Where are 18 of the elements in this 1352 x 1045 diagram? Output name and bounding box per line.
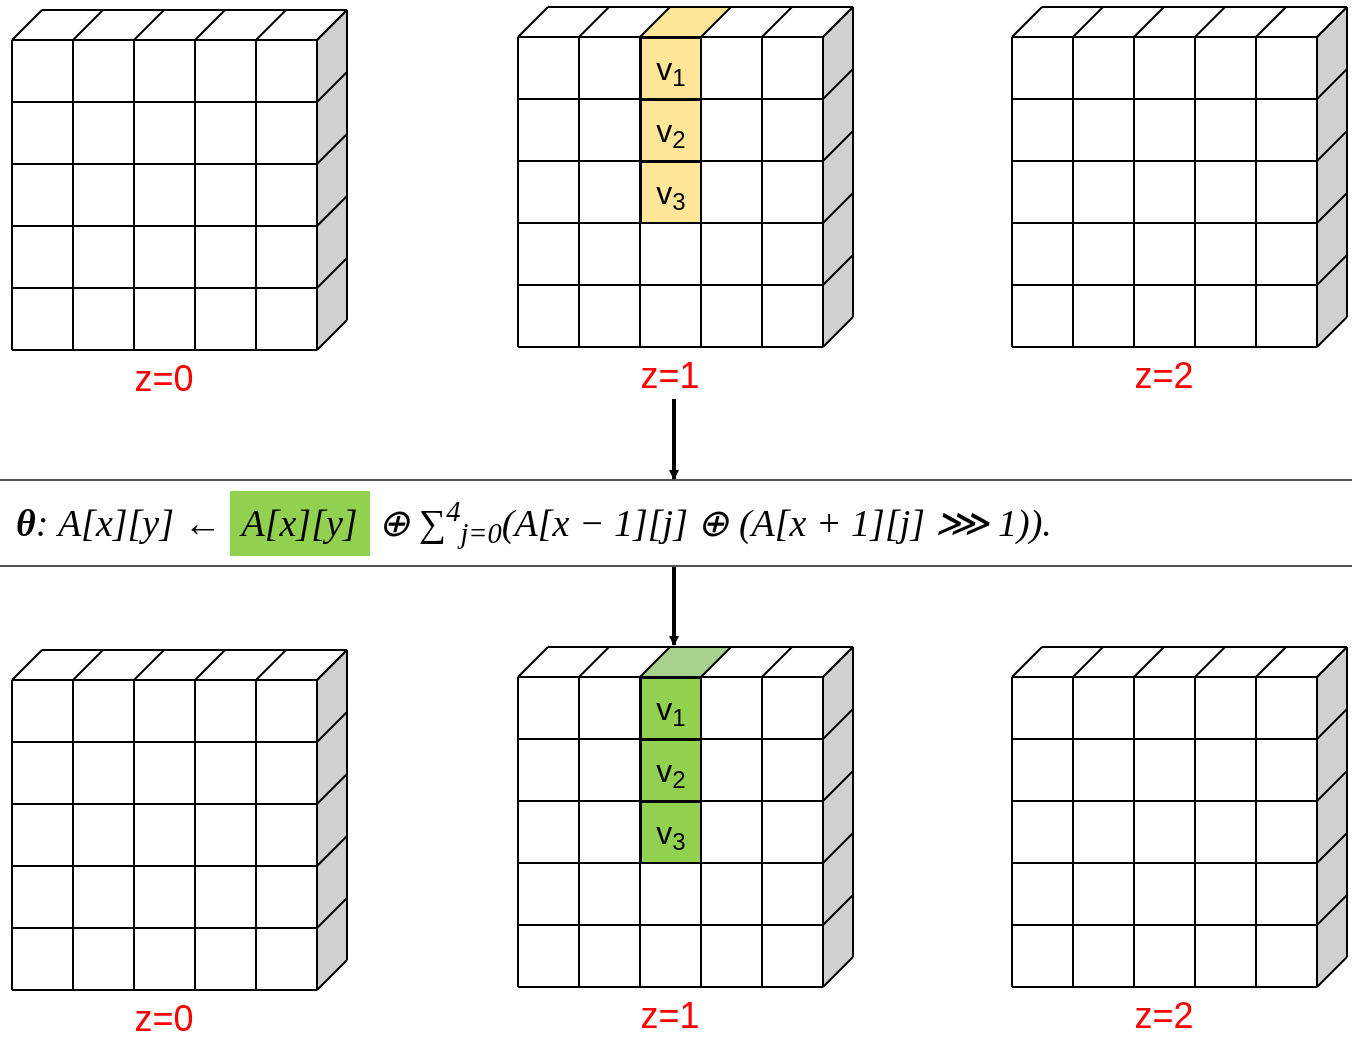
- highlighted-cell: v$_{2}$: [640, 739, 702, 802]
- layer-label: z=2: [1134, 995, 1194, 1037]
- formula-text: ⊕ ∑$^{4}$$_{j=0}$(A[x − 1][j] ⊕ (A[x + 1][j] ⋙ 1)).: [377, 495, 1052, 551]
- highlighted-cell: v$_{3}$: [640, 161, 702, 224]
- layer-label: z=0: [134, 998, 194, 1040]
- formula-band: [0, 479, 1352, 567]
- formula-text: θ: A[x][y] ←: [16, 500, 222, 546]
- highlighted-cell: v$_{1}$: [640, 677, 702, 740]
- layer-label: z=1: [640, 355, 700, 397]
- highlighted-term: A[x][y]: [229, 490, 370, 556]
- arrow: [669, 399, 679, 480]
- highlighted-cell: v$_{3}$: [640, 801, 702, 864]
- highlighted-cell: v$_{1}$: [640, 37, 702, 100]
- layer-label: z=1: [640, 995, 700, 1037]
- arrow: [669, 567, 679, 646]
- layer-label: z=2: [1134, 355, 1194, 397]
- highlighted-cell: v$_{2}$: [640, 99, 702, 162]
- layer-label: z=0: [134, 358, 194, 400]
